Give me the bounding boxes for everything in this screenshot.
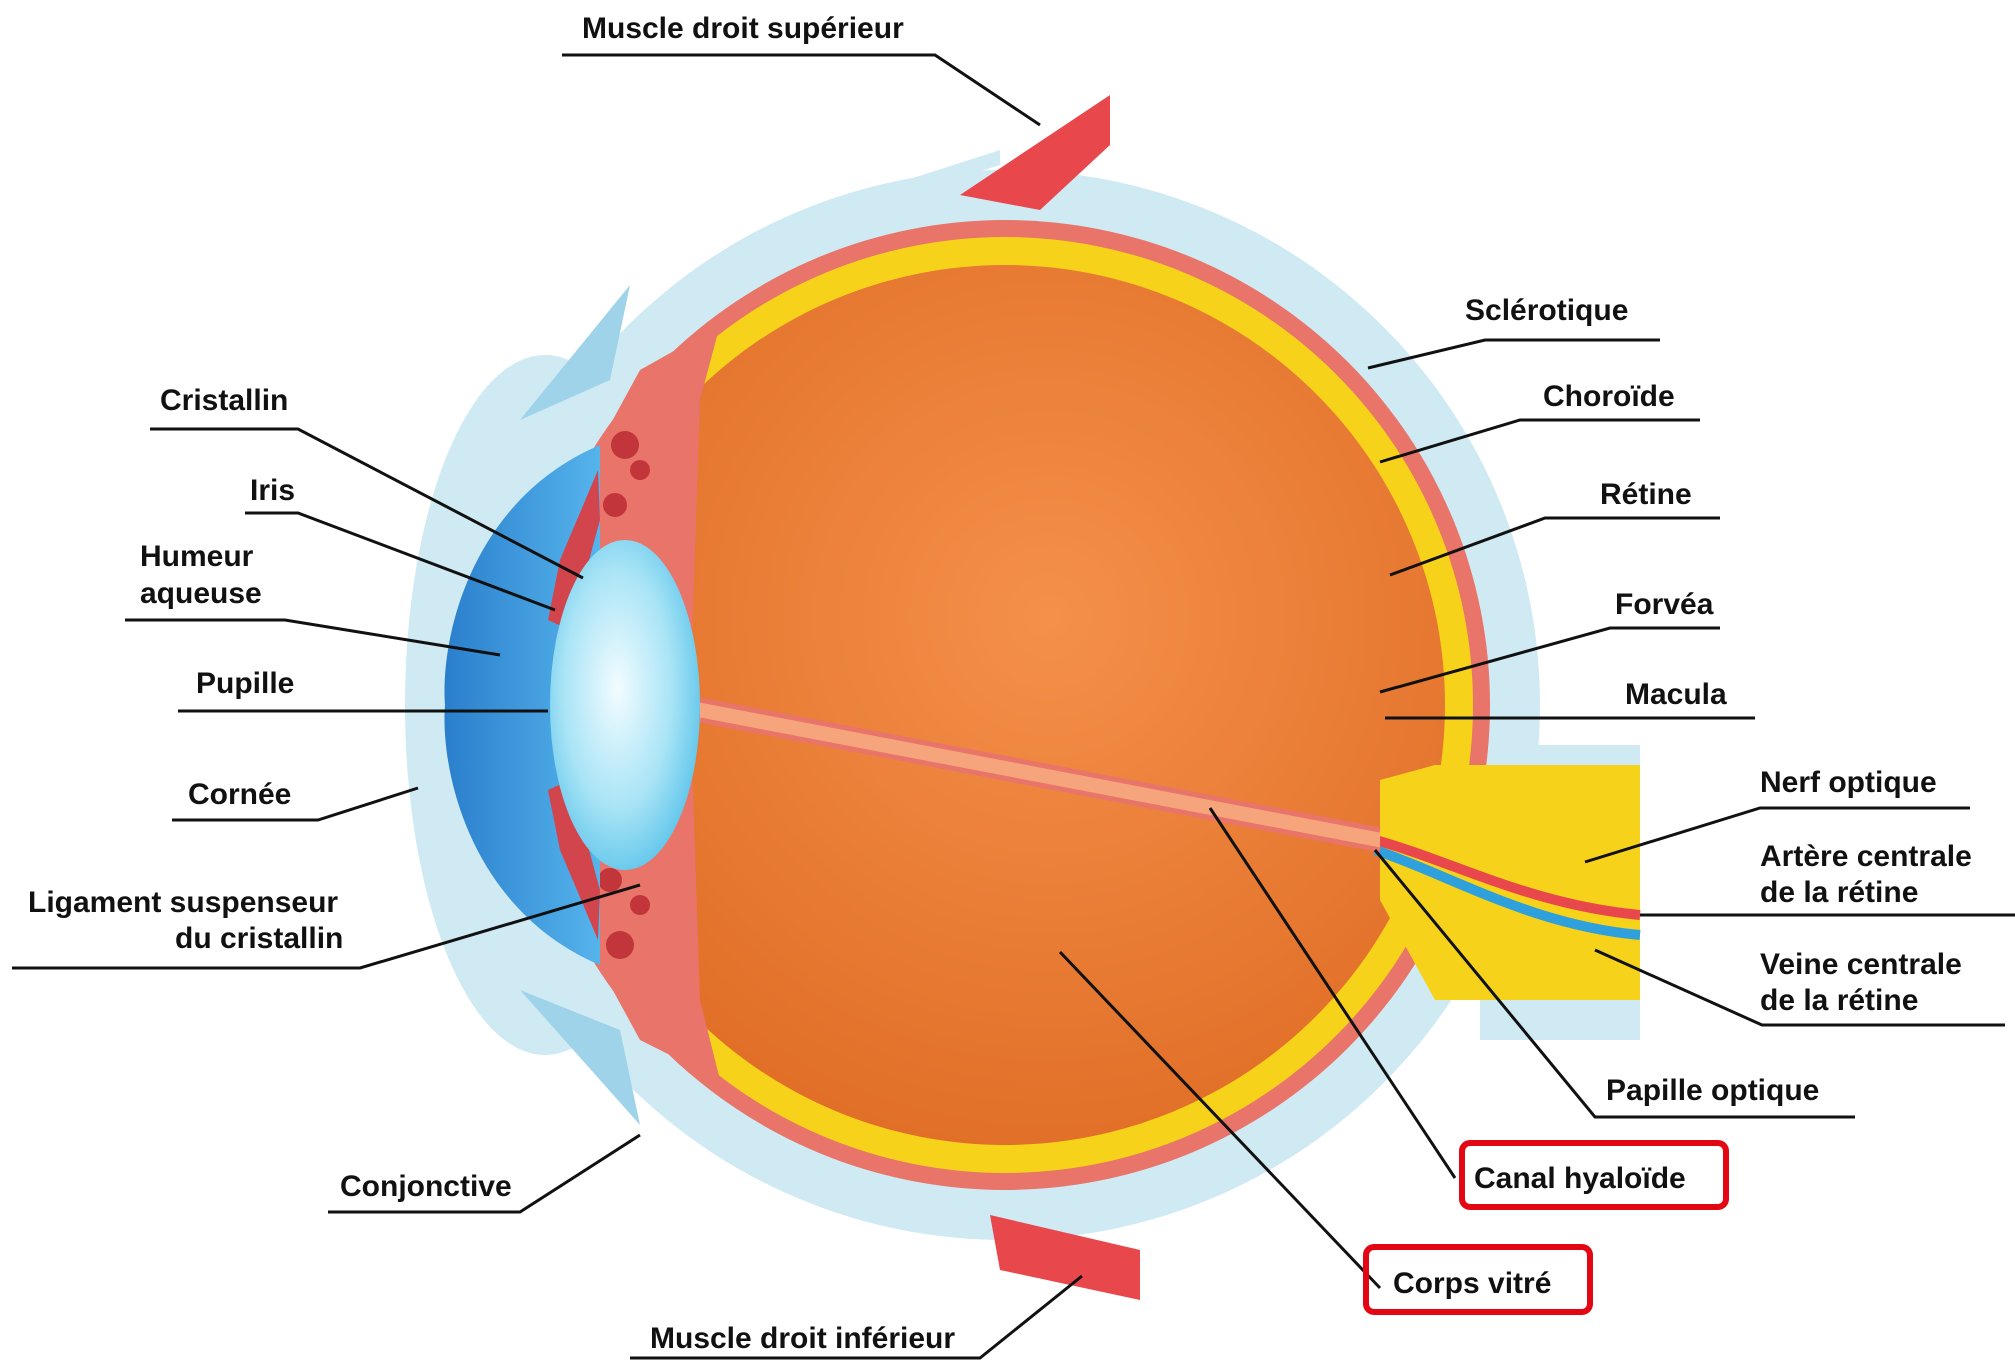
label-macula: Macula	[1625, 678, 1727, 711]
label-nerf-optique: Nerf optique	[1760, 766, 1937, 799]
label-ligament-suspenseur-2: du cristallin	[175, 922, 343, 955]
label-artere-centrale-2: de la rétine	[1760, 876, 1918, 909]
label-iris: Iris	[250, 474, 295, 507]
label-retine: Rétine	[1600, 478, 1692, 511]
label-muscle-droit-inferieur: Muscle droit inférieur	[650, 1322, 955, 1355]
label-pupille: Pupille	[196, 667, 294, 700]
label-cristallin: Cristallin	[160, 384, 288, 417]
label-muscle-droit-superieur: Muscle droit supérieur	[582, 12, 904, 45]
label-sclerotique: Sclérotique	[1465, 294, 1628, 327]
lens	[550, 540, 700, 870]
label-corps-vitre: Corps vitré	[1393, 1267, 1551, 1300]
label-humeur-aqueuse-2: aqueuse	[140, 577, 262, 610]
label-canal-hyaloide: Canal hyaloïde	[1474, 1162, 1686, 1195]
label-choroide: Choroïde	[1543, 380, 1675, 413]
label-conjonctive: Conjonctive	[340, 1170, 512, 1203]
label-veine-centrale: Veine centrale	[1760, 948, 1962, 981]
label-forvea: Forvéa	[1615, 588, 1714, 621]
label-humeur-aqueuse: Humeur	[140, 540, 254, 573]
label-papille-optique: Papille optique	[1606, 1074, 1819, 1107]
label-ligament-suspenseur: Ligament suspenseur	[28, 886, 338, 919]
label-veine-centrale-2: de la rétine	[1760, 984, 1918, 1017]
label-cornee: Cornée	[188, 778, 291, 811]
label-artere-centrale: Artère centrale	[1760, 840, 1972, 873]
